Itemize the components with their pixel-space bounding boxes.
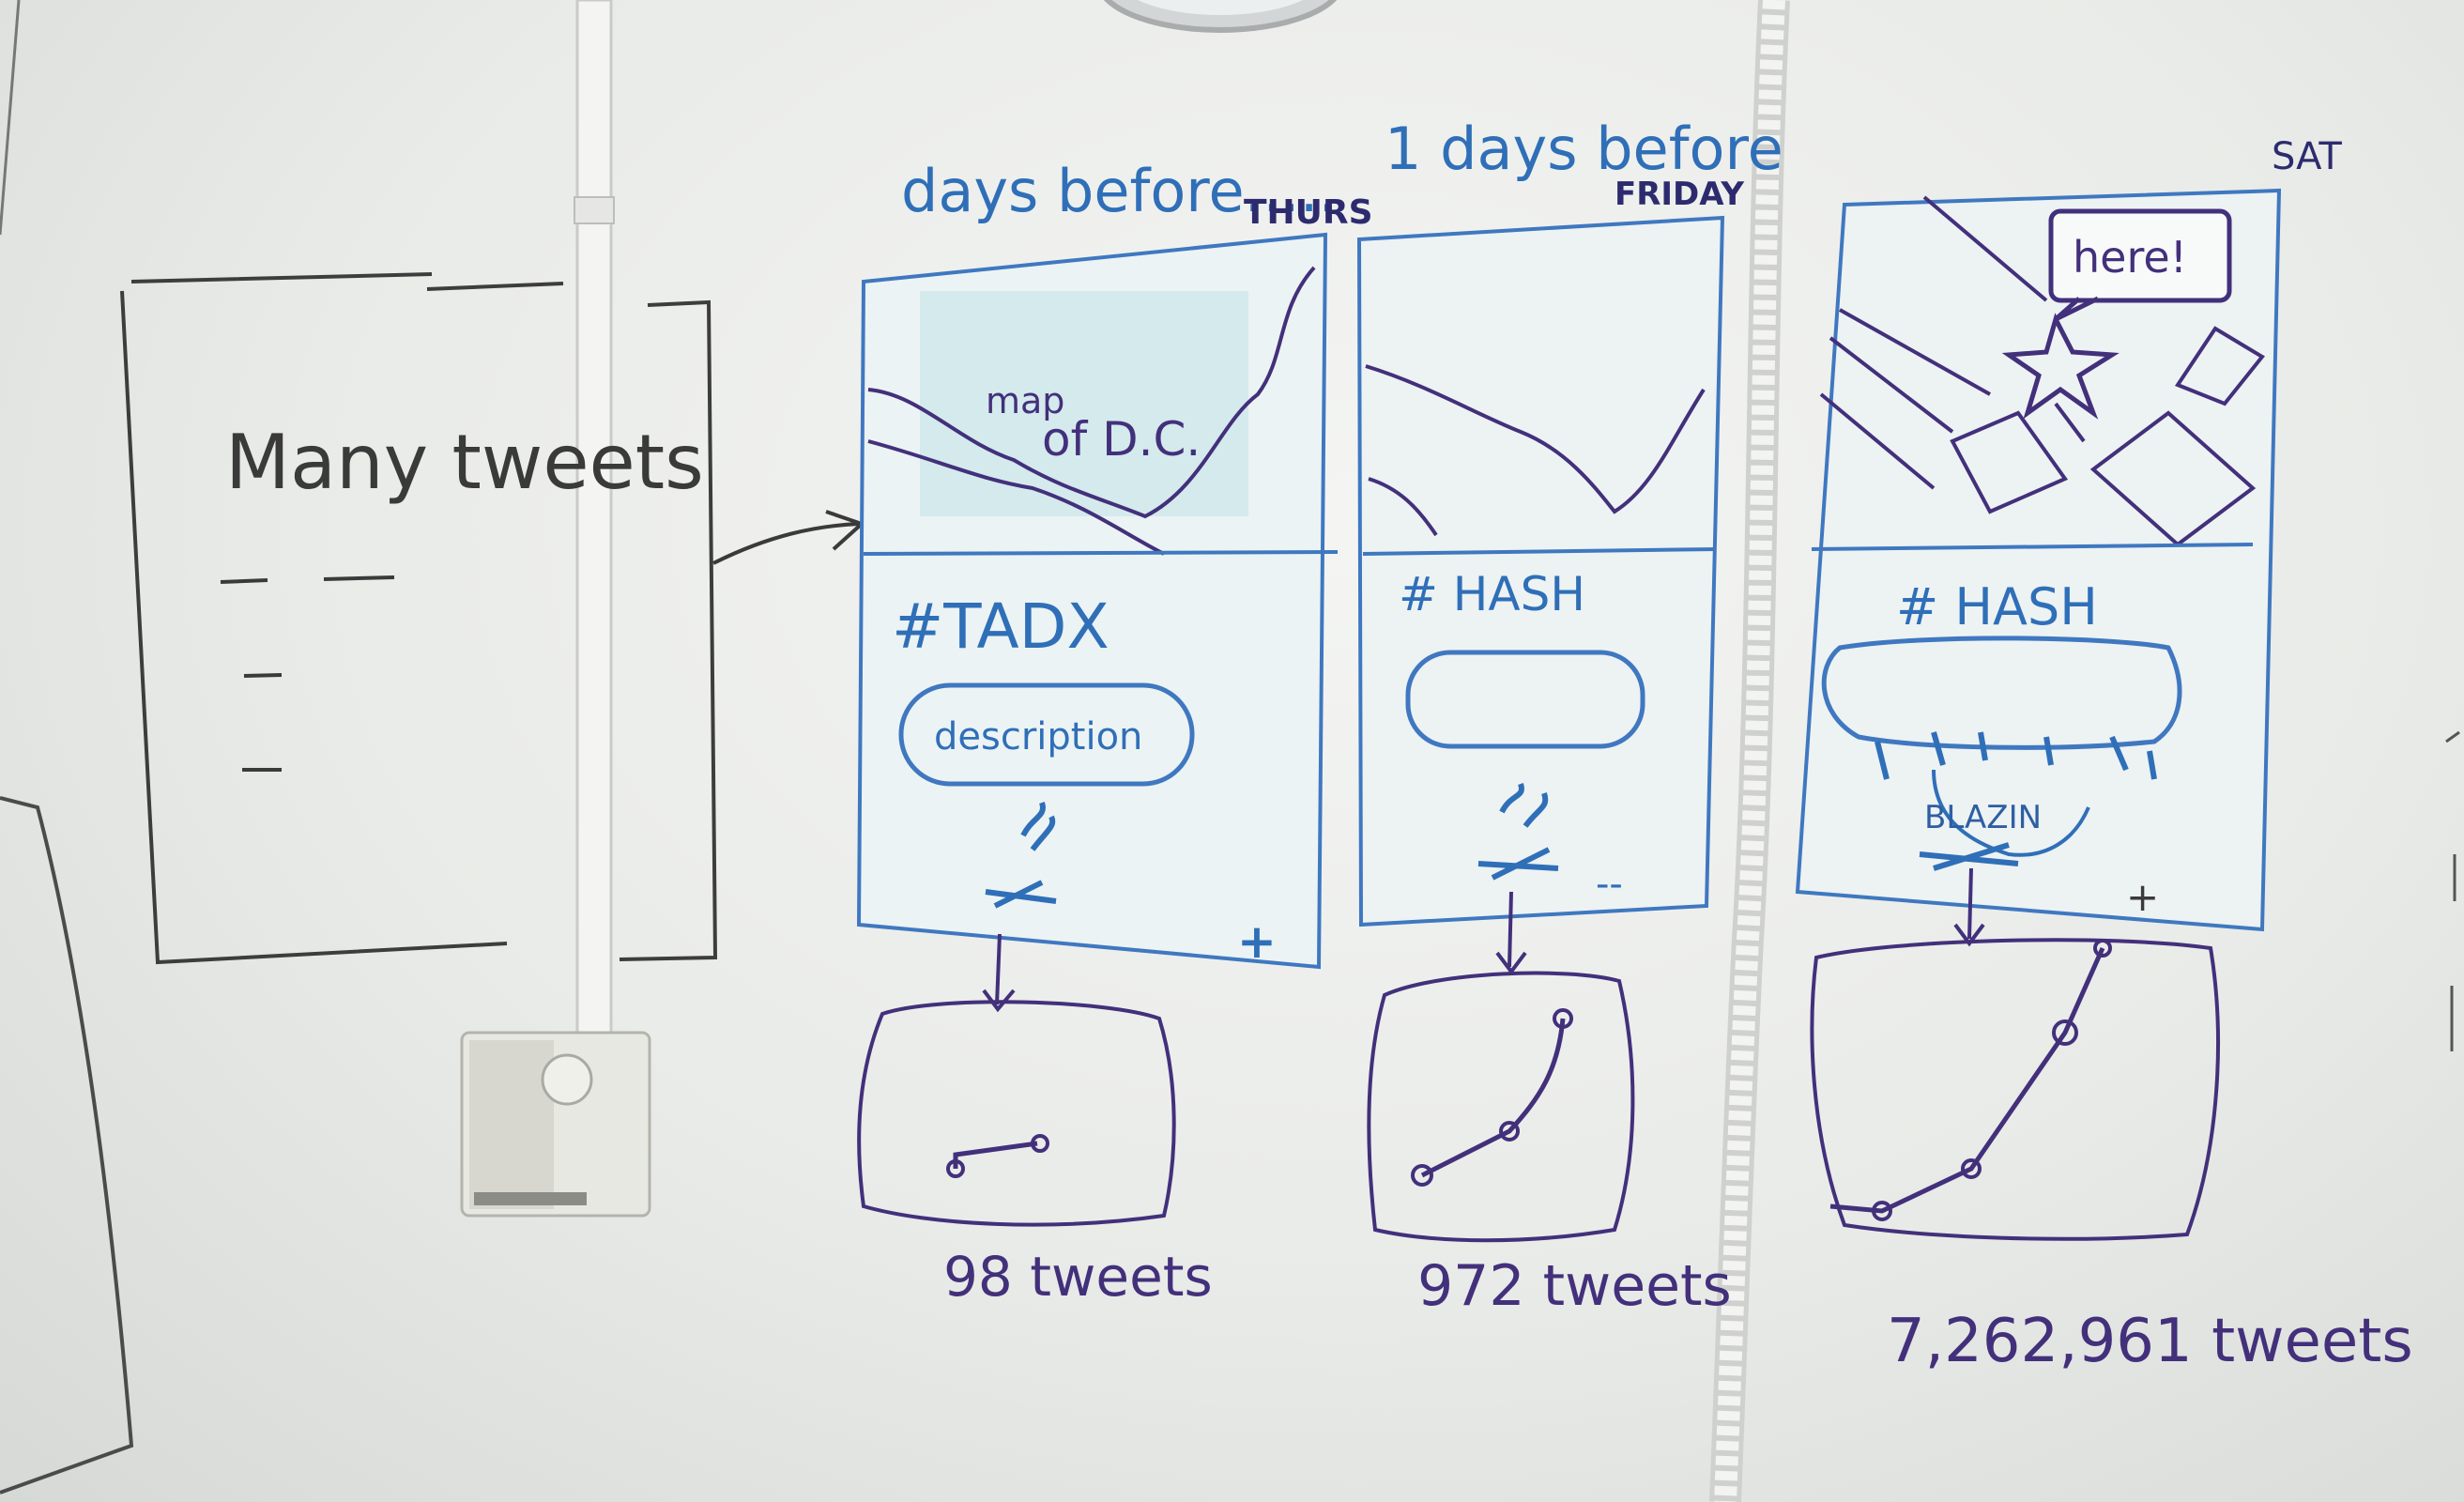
- wall-clock: [1103, 0, 1338, 33]
- left-frame-edge: [0, 796, 134, 1494]
- panel-2-day: FRIDAY: [1615, 176, 1744, 213]
- panel-2-hashtag: # HASH: [1399, 567, 1585, 621]
- panel-3: SAT here! # HASH BLAZIN + 7,262,961 twee…: [1795, 135, 2413, 1376]
- panel-1-map-label-1: map: [986, 380, 1064, 421]
- conduit-pipe-left: [574, 0, 615, 1053]
- panel-1-heading: days before.....: [901, 157, 1337, 225]
- panel-1-day: THURS: [1244, 193, 1373, 232]
- thermostat-box: [460, 1031, 651, 1218]
- panel-3-tweet-count: 7,262,961 tweets: [1887, 1307, 2413, 1376]
- panel-2: 1 days before FRIDAY # HASH -- 972 tweet…: [1356, 115, 1783, 1319]
- panel-3-corner-mark: +: [2126, 874, 2159, 920]
- panel-3-day: SAT: [2272, 135, 2342, 178]
- panel-2-corner-mark: --: [1596, 863, 1623, 906]
- panel-2-heading: 1 days before: [1385, 115, 1783, 183]
- panel-1-hashtag: #TADX: [892, 590, 1110, 663]
- panel-1-tweet-count: 98 tweets: [943, 1245, 1213, 1309]
- left-sketch: Many tweets: [120, 272, 865, 965]
- panel-3-badge: BLAZIN: [1924, 799, 2042, 836]
- arrow-to-panel: [712, 522, 860, 565]
- panel-1: days before..... THURS map of D.C. #TADX…: [856, 157, 1373, 1309]
- braided-cable: [1709, 0, 1790, 1502]
- panel-3-callout: here!: [2073, 232, 2187, 283]
- panel-1-description: description: [934, 715, 1142, 759]
- panel-3-hashtag: # HASH: [1896, 577, 2098, 636]
- left-sketch-heading: Many tweets: [225, 419, 704, 506]
- panel-1-map-label-2: of D.C.: [1042, 412, 1201, 467]
- panel-1-corner-mark: +: [1237, 914, 1277, 969]
- panel-2-tweet-count: 972 tweets: [1417, 1253, 1732, 1319]
- star-icon: [2001, 313, 2120, 420]
